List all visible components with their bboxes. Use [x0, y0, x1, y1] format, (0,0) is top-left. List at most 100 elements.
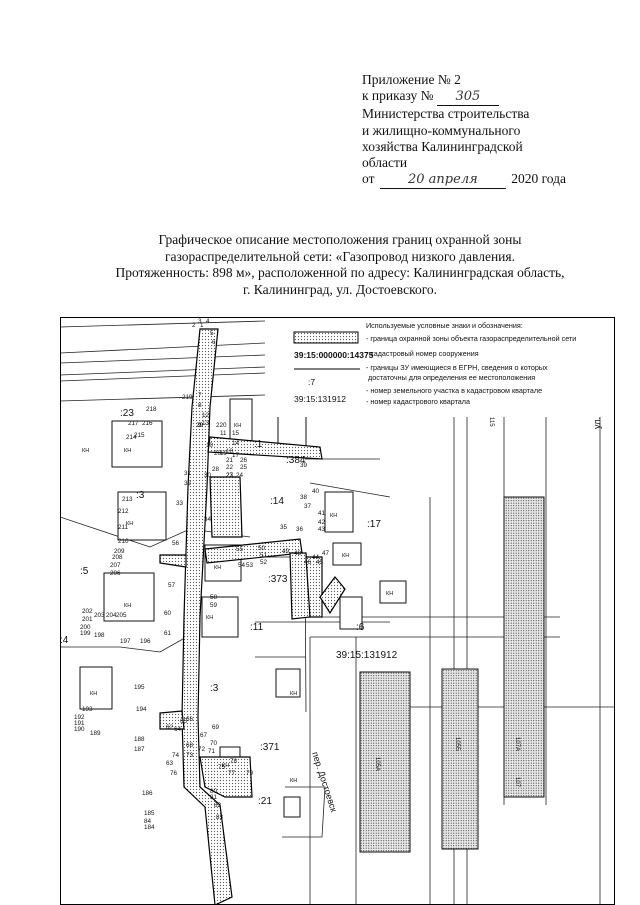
- point-number: 48: [294, 550, 302, 557]
- point-number: 72: [198, 746, 206, 753]
- road-label: 107А: [514, 737, 520, 751]
- point-number: 28: [212, 466, 220, 473]
- legend-item-boundary-1: - границы ЗУ имеющиеся в ЕГРН, сведения …: [366, 363, 548, 372]
- point-number: 9: [198, 422, 202, 429]
- legend-cad-sample: 39:15:000000:14375: [294, 350, 374, 360]
- point-number: 216: [142, 420, 153, 427]
- point-number: 18: [226, 448, 234, 455]
- point-number: 29: [196, 422, 204, 429]
- title-line-1: Графическое описание местоположения гран…: [158, 232, 522, 247]
- street-label-dostoevskogo: пер. Достоевск: [310, 751, 339, 814]
- point-number: 13: [202, 420, 210, 427]
- point-number: 217: [128, 420, 139, 427]
- point-number: 26: [240, 457, 248, 464]
- building-tags: КН КН КН КН КН КН КН КН КН КН КН КН КН К…: [82, 423, 393, 784]
- point-number: 68: [186, 742, 194, 749]
- plot-label: :371: [260, 742, 280, 753]
- legend-item-quarter: - номер кадастрового квартала: [366, 397, 470, 406]
- point-number: 47: [322, 550, 330, 557]
- order-prefix: к приказу №: [362, 88, 434, 104]
- point-number: 50: [258, 545, 266, 552]
- point-number: 69: [212, 724, 220, 731]
- document-title: Графическое описание местоположения гран…: [60, 232, 620, 298]
- legend-zone-swatch: [293, 331, 359, 344]
- point-number: 41: [318, 510, 326, 517]
- appendix-block: Приложение № 2 к приказу № 305 Министерс…: [362, 72, 622, 190]
- building-tag: КН: [330, 513, 337, 519]
- point-number: 211: [118, 524, 129, 531]
- point-number: 19: [220, 450, 228, 457]
- point-number: 45: [316, 559, 324, 566]
- road-label: 105А: [374, 757, 380, 771]
- ministry-line-3: хозяйства Калининградской: [362, 138, 523, 154]
- point-number: 1: [200, 322, 204, 329]
- point-number: 191: [74, 720, 85, 727]
- point-number: 27: [226, 472, 234, 479]
- point-number: 36: [296, 526, 304, 533]
- point-number: 31: [184, 470, 192, 477]
- point-number: 30: [204, 472, 212, 479]
- point-number: 80: [210, 788, 218, 795]
- point-number: 49: [282, 548, 290, 555]
- point-number: 37: [304, 503, 312, 510]
- plot-label: :5: [80, 566, 89, 577]
- point-number: 21: [226, 457, 234, 464]
- point-number: 83: [216, 814, 224, 821]
- point-number: 70: [210, 740, 218, 747]
- point-number: 11: [220, 430, 227, 437]
- road-strips: [359, 496, 545, 853]
- point-number: 184: [144, 824, 155, 831]
- point-number: 65: [180, 718, 188, 725]
- date-suffix: 2020 года: [511, 171, 567, 187]
- building-tag: КН: [214, 565, 221, 571]
- point-number: 190: [74, 726, 85, 733]
- point-number: 20: [214, 450, 222, 457]
- point-number: 220: [216, 422, 227, 429]
- point-number: 25: [240, 464, 248, 471]
- building-tag: КН: [90, 691, 97, 697]
- appendix-line: Приложение № 2: [362, 72, 461, 87]
- point-number: 66: [186, 716, 194, 723]
- point-number: 55: [236, 546, 244, 553]
- point-number: 54: [238, 562, 246, 569]
- point-number: 43: [318, 526, 326, 533]
- plot-label: :384: [286, 455, 306, 466]
- point-number: 209: [114, 548, 125, 555]
- point-number: 198: [94, 632, 105, 639]
- legend: Используемые условные знаки и обозначени…: [270, 317, 615, 417]
- point-number: 8: [198, 402, 202, 409]
- point-number: 44: [312, 554, 320, 561]
- point-number: 60: [164, 610, 172, 617]
- point-number: 52: [260, 559, 268, 566]
- building-tag: КН: [386, 591, 393, 597]
- ministry-line-1: Министерства строительства: [362, 106, 530, 122]
- point-number: 73: [186, 752, 194, 759]
- point-number: 189: [90, 730, 101, 737]
- point-number: 15: [232, 430, 240, 437]
- point-number: 185: [144, 810, 155, 817]
- plot-label: :1: [254, 439, 263, 450]
- date-handwritten: 20 апреля: [379, 172, 506, 190]
- building-tag: КН: [124, 448, 131, 454]
- point-number: 188: [134, 736, 145, 743]
- legend-heading: Используемые условные знаки и обозначени…: [366, 321, 523, 330]
- plot-label: :14: [270, 496, 284, 507]
- point-number: 53: [246, 562, 254, 569]
- plot-label: :23: [120, 408, 134, 419]
- cadastral-map: :23 :3 :5 :4 :1 :384 :14 :17 :373 :11 :6…: [60, 317, 615, 905]
- point-number: 200: [80, 624, 91, 631]
- point-number: 214: [126, 434, 137, 441]
- point-number: 215: [134, 432, 145, 439]
- point-number: 51: [260, 552, 268, 559]
- point-number: 197: [120, 638, 131, 645]
- point-number: 206: [110, 570, 121, 577]
- point-number: 187: [134, 746, 145, 753]
- point-number: 201: [82, 616, 93, 623]
- point-number: 207: [110, 562, 121, 569]
- point-number: 82: [214, 802, 222, 809]
- title-line-2: газораспределительной сети: «Газопровод …: [164, 248, 515, 264]
- point-number: 7: [198, 392, 202, 399]
- order-number-handwritten: 305: [436, 89, 499, 107]
- plot-label: :3: [210, 683, 219, 694]
- point-number: 84: [144, 818, 152, 825]
